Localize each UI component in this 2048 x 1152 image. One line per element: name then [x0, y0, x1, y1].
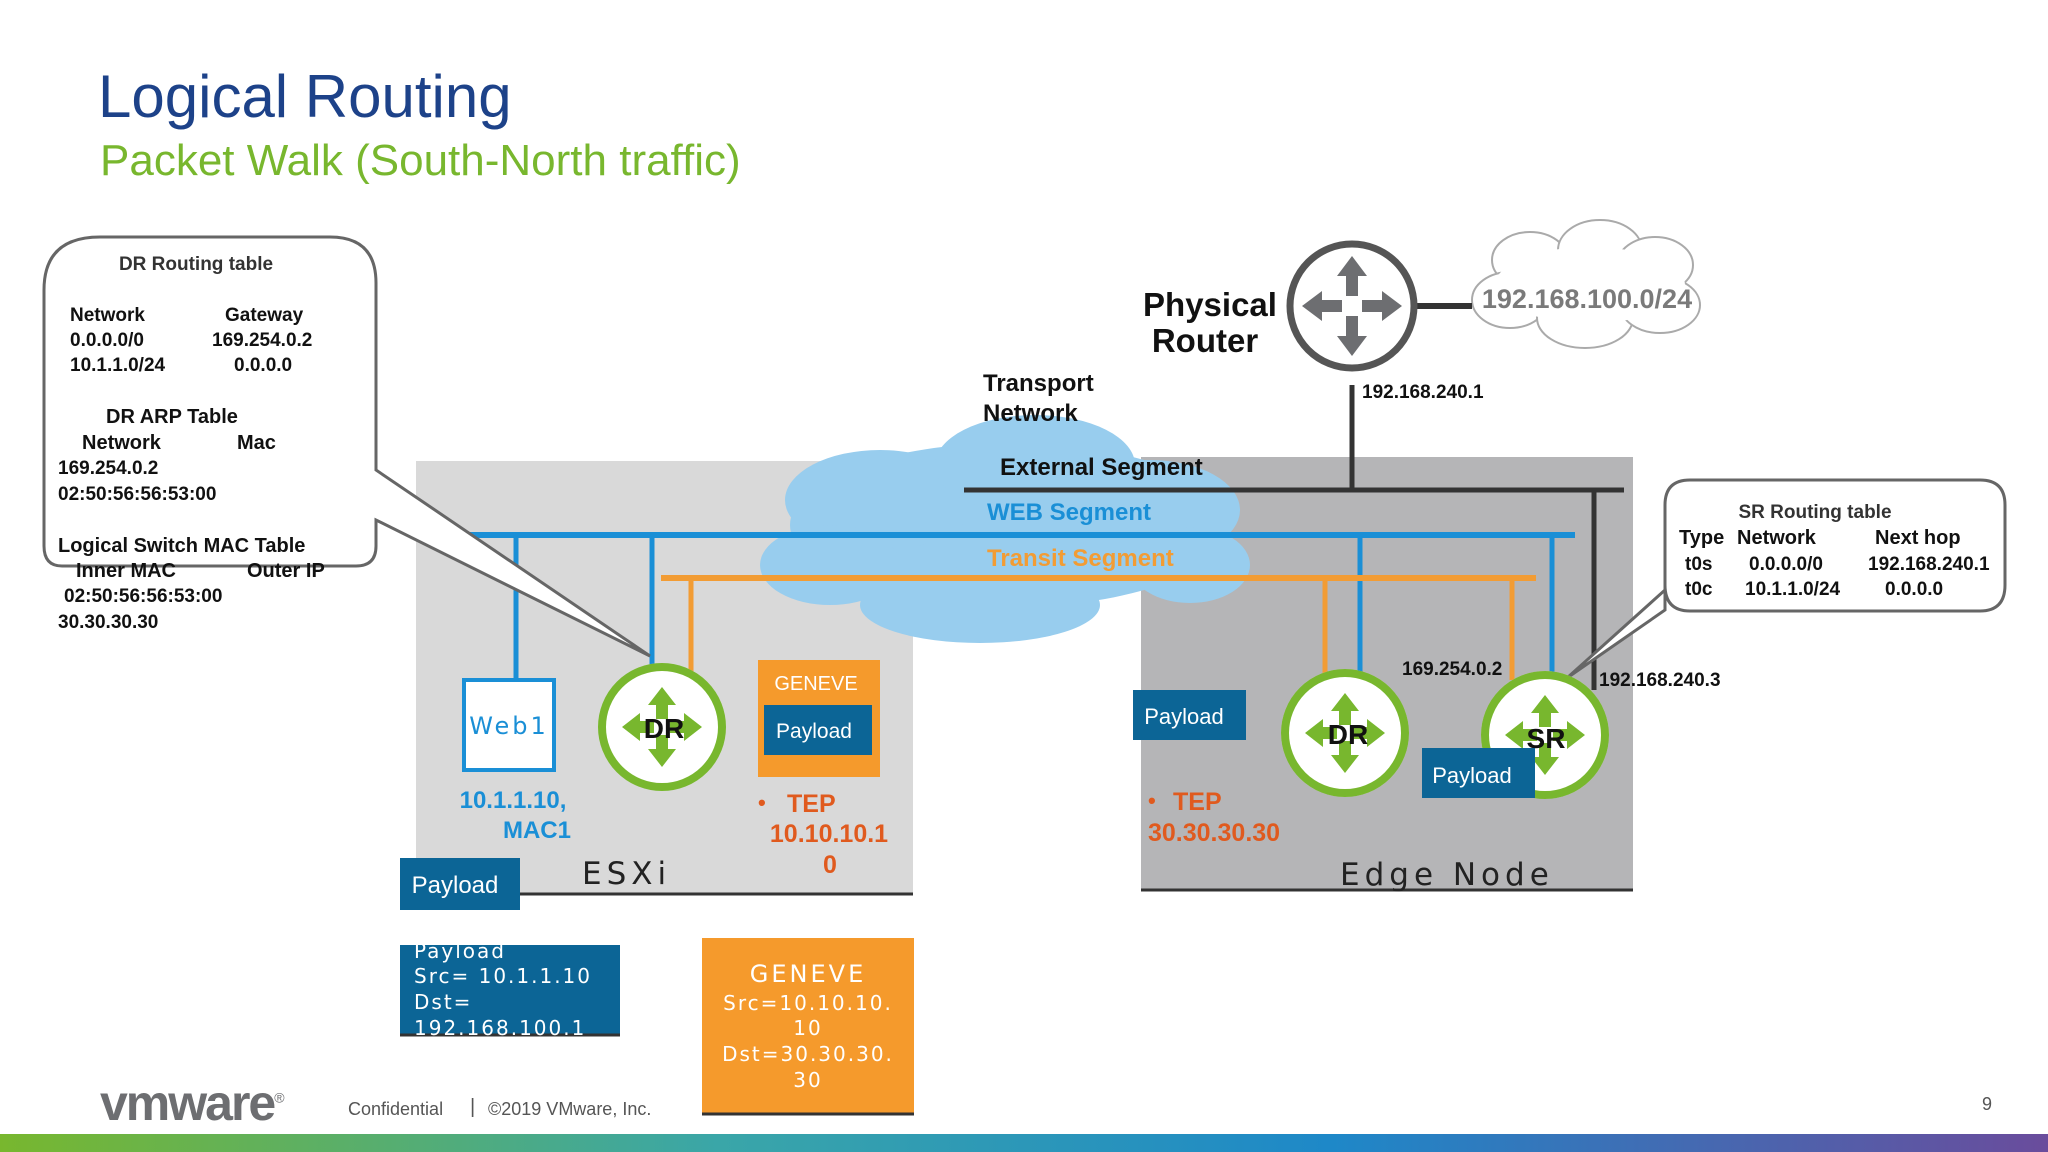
esxi-host-label: ESXi: [582, 856, 671, 892]
sr-routing-title: SR Routing table: [1738, 502, 1891, 523]
payload-detail-line: 192.168.100.1: [414, 1016, 586, 1040]
esxi-dr-router-icon: [598, 663, 726, 791]
sr-callout-bubble: [1565, 478, 2007, 680]
transit-segment-label: Transit Segment: [987, 545, 1174, 572]
mac-table-title: Logical Switch MAC Table: [58, 535, 305, 557]
web1-vm-label: Web1: [469, 712, 549, 740]
external-segment-label: External Segment: [1000, 454, 1203, 481]
mac-table-header-inner: Inner MAC: [76, 560, 176, 582]
edge-tep-bullet: •: [1148, 788, 1156, 813]
dr-routing-row-gateway: 169.254.0.2: [212, 330, 312, 351]
edge-payload-tag: [1133, 690, 1246, 740]
edge-dr-router-icon: [1281, 669, 1409, 797]
edge-host-label: Edge Node: [1340, 857, 1554, 893]
dr-routing-row-gateway: 0.0.0.0: [234, 355, 292, 376]
sr-routing-row-nexthop: 192.168.240.1: [1868, 554, 1990, 575]
dr-callout-bubble: [42, 235, 651, 658]
page-subtitle: Packet Walk (South-North traffic): [100, 136, 741, 185]
esxi-geneve-payload-label: Payload: [776, 720, 852, 743]
vmware-logo-text: vmware: [100, 1075, 276, 1131]
edge-payload-label: Payload: [1144, 704, 1224, 729]
esxi-tep-bullet: •: [758, 790, 766, 815]
page-title: Logical Routing: [98, 63, 512, 130]
sr-routing-row-network: 0.0.0.0/0: [1749, 554, 1823, 575]
payload-detail-box: [400, 945, 620, 1035]
edge-transit-ip: 169.254.0.2: [1402, 659, 1502, 680]
sr-routing-row-type: t0c: [1685, 579, 1713, 600]
geneve-detail-line: Src=10.10.10.: [723, 991, 893, 1015]
sr-routing-row-network: 10.1.1.0/24: [1745, 579, 1841, 600]
geneve-detail-line: Dst=30.30.30.: [722, 1042, 894, 1066]
esxi-geneve-payload: [764, 705, 872, 755]
esxi-tep-ip-cont: 0: [823, 851, 837, 879]
esxi-dr-label: DR: [644, 713, 684, 744]
physical-router-icon: [1286, 240, 1418, 372]
dr-arp-header-mac: Mac: [237, 432, 276, 454]
footer-gradient-bar: [0, 1134, 2048, 1152]
page-number: 9: [1982, 1094, 1993, 1114]
sr-routing-row-type: t0s: [1685, 554, 1712, 575]
web1-vm-mac: MAC1: [503, 817, 571, 844]
edge-dr-label: DR: [1328, 719, 1368, 750]
web1-vm-ip: 10.1.1.10,: [460, 787, 567, 814]
payload-detail-line: Src= 10.1.1.10: [414, 964, 592, 988]
edge-tep-label: TEP: [1173, 788, 1222, 816]
web1-vm-box: [462, 678, 556, 772]
vmware-logo: vmware®: [100, 1074, 285, 1132]
sr-routing-row-nexthop: 0.0.0.0: [1885, 579, 1943, 600]
payload-detail-line: Dst=: [414, 990, 472, 1014]
vm-payload-label: Payload: [412, 872, 499, 899]
edge-tep-ip: 30.30.30.30: [1148, 819, 1280, 847]
web-segment-label: WEB Segment: [987, 499, 1151, 526]
geneve-detail-line: 30: [793, 1068, 822, 1092]
geneve-detail-line: 10: [793, 1016, 822, 1040]
dr-routing-title: DR Routing table: [119, 254, 273, 275]
sr-routing-header-type: Type: [1679, 527, 1724, 549]
geneve-detail-box: [702, 938, 914, 1114]
dr-routing-header-gateway: Gateway: [225, 305, 304, 326]
mac-table-outer-ip: 30.30.30.30: [58, 612, 158, 633]
sr-routing-header-network: Network: [1737, 527, 1817, 549]
esxi-tep-ip: 10.10.10.1: [770, 820, 888, 848]
transport-network-label-2: Network: [983, 400, 1078, 427]
dr-routing-header-network: Network: [70, 305, 145, 326]
payload-detail-line: Payload: [414, 939, 506, 963]
dr-arp-mac: 02:50:56:56:53:00: [58, 484, 216, 505]
dr-arp-title: DR ARP Table: [106, 406, 238, 428]
sr-payload-tag: [1422, 748, 1535, 798]
physical-router-label-1: Physical: [1143, 286, 1277, 323]
sr-routing-header-nexthop: Next hop: [1875, 527, 1961, 549]
internet-cloud: [1471, 219, 1701, 349]
esxi-tep-label: TEP: [787, 790, 836, 818]
dr-arp-header-network: Network: [82, 432, 162, 454]
vm-payload-tag: [400, 858, 520, 910]
dr-routing-row-network: 10.1.1.0/24: [70, 355, 166, 376]
sr-payload-label: Payload: [1432, 763, 1512, 788]
geneve-detail-line: GENEVE: [750, 960, 866, 988]
dr-arp-network: 169.254.0.2: [58, 458, 158, 479]
cloud-subnet-label: 192.168.100.0/24: [1482, 284, 1692, 314]
footer-copyright: ©2019 VMware, Inc.: [488, 1099, 652, 1119]
footer-separator: |: [470, 1096, 476, 1118]
esxi-geneve-label: GENEVE: [774, 673, 857, 695]
mac-table-inner-mac: 02:50:56:56:53:00: [64, 586, 222, 607]
edge-external-ip: 192.168.240.3: [1599, 670, 1721, 691]
transport-network-label-1: Transport: [983, 370, 1094, 397]
mac-table-header-outer: Outer IP: [247, 560, 325, 582]
vmware-logo-mark: ®: [274, 1089, 284, 1106]
dr-routing-row-network: 0.0.0.0/0: [70, 330, 144, 351]
physical-router-label-2: Router: [1152, 322, 1258, 359]
footer-confidential: Confidential: [348, 1099, 444, 1119]
router-uplink-ip: 192.168.240.1: [1362, 382, 1484, 403]
